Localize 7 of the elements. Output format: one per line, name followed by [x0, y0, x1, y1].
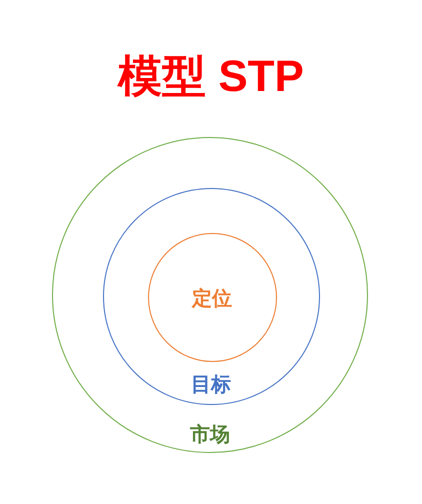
inner-circle	[148, 232, 276, 362]
middle-circle	[102, 188, 320, 404]
diagram-title: 模型 STP	[116, 51, 305, 103]
circle-label: 定位	[192, 286, 232, 310]
circle-label: 市场	[190, 422, 230, 446]
circle-label: 目标	[191, 372, 231, 396]
outer-circle	[52, 137, 368, 453]
